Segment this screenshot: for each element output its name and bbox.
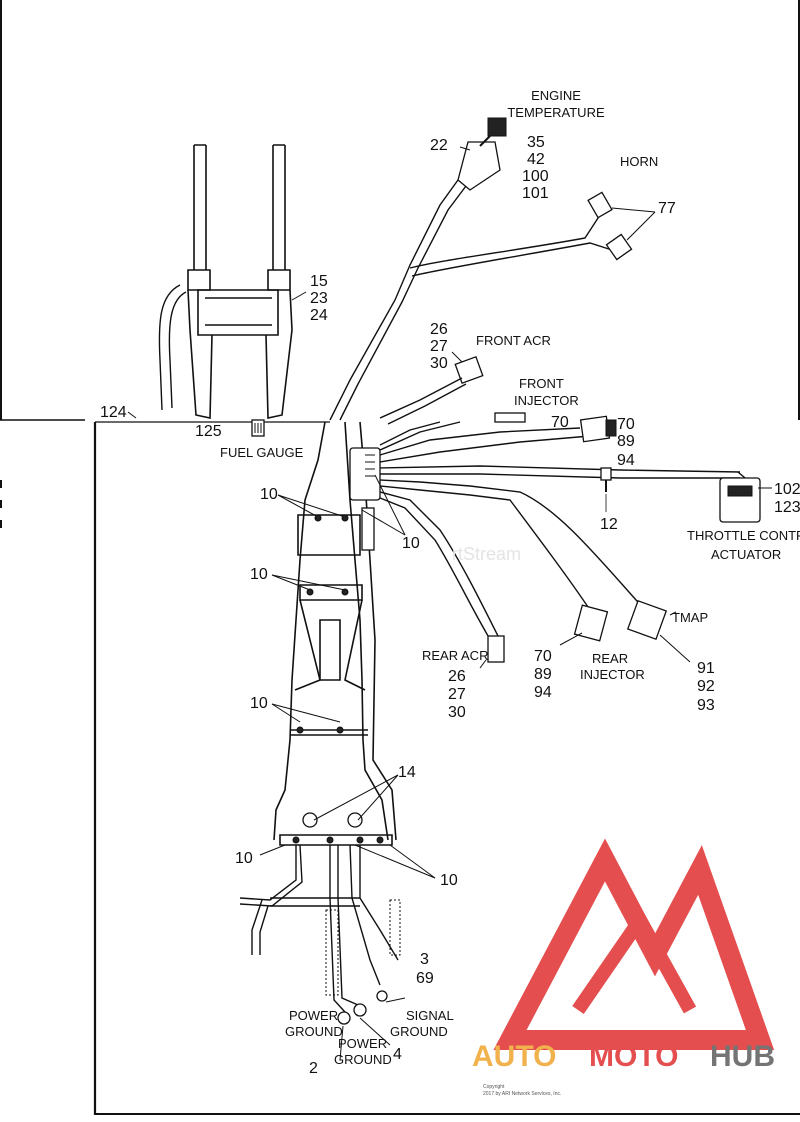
power-ground-1-label-2: GROUND	[285, 1024, 343, 1039]
front-acr-part-c: 30	[430, 355, 448, 372]
engine-temperature-label-1: ENGINE	[531, 88, 581, 103]
logo-text-moto: MOTO	[589, 1040, 678, 1073]
power-ground-1-label-1: POWER	[289, 1008, 338, 1023]
front-acr-part-b: 27	[430, 338, 448, 355]
front-acr-part-a: 26	[430, 321, 448, 338]
rear-acr-part-b: 27	[448, 686, 466, 703]
engine-temp-part-b: 42	[527, 151, 545, 168]
rear-injector-part-a: 70	[534, 648, 552, 665]
power-ground-2-label-1: POWER	[338, 1036, 387, 1051]
logo-inner-mark	[572, 906, 697, 1014]
throttle-actuator-connector	[719, 471, 772, 523]
engine-temp-part-c: 100	[522, 168, 549, 185]
faint-watermark: rtStream	[452, 544, 521, 564]
logo-text-auto: AUTO	[472, 1040, 556, 1073]
bracket-part-c: 24	[310, 307, 328, 324]
rear-injector-label-1: REAR	[592, 651, 628, 666]
copyright-line-2: 2017 by ARI Network Services, Inc.	[483, 1091, 561, 1097]
throttle-part-a: 102	[774, 481, 800, 498]
front-injector-label-1: FRONT	[519, 376, 564, 391]
logo-triangle	[493, 838, 775, 1050]
tmap-connector	[626, 599, 691, 663]
tmap-part-b: 92	[697, 678, 715, 695]
leader-lines	[259, 474, 436, 879]
tie-points	[292, 514, 384, 844]
signal-ground-label-1: SIGNAL	[406, 1008, 454, 1023]
bracket-part-a: 15	[310, 273, 328, 290]
tie-label-3: 10	[250, 695, 268, 712]
front-injector-connector	[494, 412, 617, 443]
engine-temperature-sensor	[329, 117, 507, 421]
fuel-gauge-label: FUEL GAUGE	[220, 445, 304, 460]
logo-text-hub: HUB	[710, 1040, 775, 1073]
front-acr-label: FRONT ACR	[476, 333, 551, 348]
rear-acr-part-c: 30	[448, 704, 466, 721]
front-injector-part-c: 94	[617, 452, 635, 469]
front-injector-part-a: 70	[617, 416, 635, 433]
front-injector-partial-part: 70	[551, 414, 569, 431]
horn-label: HORN	[620, 154, 658, 169]
fuel-gauge-part: 125	[195, 423, 222, 440]
automotohub-logo: AUTO MOTO HUB	[472, 838, 775, 1073]
tmap-label: TMAP	[672, 610, 708, 625]
tmap-part-a: 91	[697, 660, 715, 677]
copyright: Copyright 2017 by ARI Network Services, …	[483, 1084, 561, 1097]
rear-injector-part-c: 94	[534, 684, 552, 701]
power-ground-2-part: 4	[393, 1046, 402, 1063]
clip-12	[600, 467, 612, 512]
front-injector-part-b: 89	[617, 433, 635, 450]
rear-acr-label: REAR ACR	[422, 648, 488, 663]
rear-injector-label-2: INJECTOR	[580, 667, 645, 682]
rear-acr-part-a: 26	[448, 668, 466, 685]
grommet-label: 14	[398, 764, 416, 781]
copyright-line-1: Copyright	[483, 1084, 505, 1090]
rear-injector-connector	[559, 604, 609, 646]
tie-label-1: 10	[260, 486, 278, 503]
bracket-part-b: 23	[310, 290, 328, 307]
engine-temp-part-a: 35	[527, 134, 545, 151]
rear-injector-part-b: 89	[534, 666, 552, 683]
clip-part: 12	[600, 516, 618, 533]
harness-branches	[379, 421, 741, 647]
tie-label-5: 10	[235, 850, 253, 867]
horn-branch	[409, 191, 656, 277]
horn-part: 77	[658, 200, 676, 217]
signal-ground-part-a: 3	[420, 951, 429, 968]
tie-label-4: 10	[402, 535, 420, 552]
fuel-gauge-connector	[127, 411, 265, 437]
throttle-label-1: THROTTLE CONTROL	[687, 528, 800, 543]
tie-label-6: 10	[440, 872, 458, 889]
throttle-label-2: ACTUATOR	[711, 547, 781, 562]
tmap-part-c: 93	[697, 697, 715, 714]
signal-ground-part-b: 69	[416, 970, 434, 987]
signal-ground-label-2: GROUND	[390, 1024, 448, 1039]
front-acr-connector	[379, 351, 484, 425]
labels: ENGINE TEMPERATURE 22 35 42 100 101 HORN…	[100, 88, 800, 1077]
engine-temp-part-d: 101	[522, 185, 549, 202]
bracket-assembly	[158, 144, 307, 419]
part-22: 22	[430, 137, 448, 154]
main-connector-block	[349, 447, 381, 551]
front-injector-label-2: INJECTOR	[514, 393, 579, 408]
engine-temperature-label-2: TEMPERATURE	[507, 105, 605, 120]
power-ground-2-label-2: GROUND	[334, 1052, 392, 1067]
ground-wires	[239, 844, 406, 1061]
tie-label-2: 10	[250, 566, 268, 583]
power-ground-1-part: 2	[309, 1060, 318, 1077]
part-124: 124	[100, 404, 127, 421]
throttle-part-b: 123	[774, 499, 800, 516]
rear-acr-connector	[479, 635, 505, 669]
